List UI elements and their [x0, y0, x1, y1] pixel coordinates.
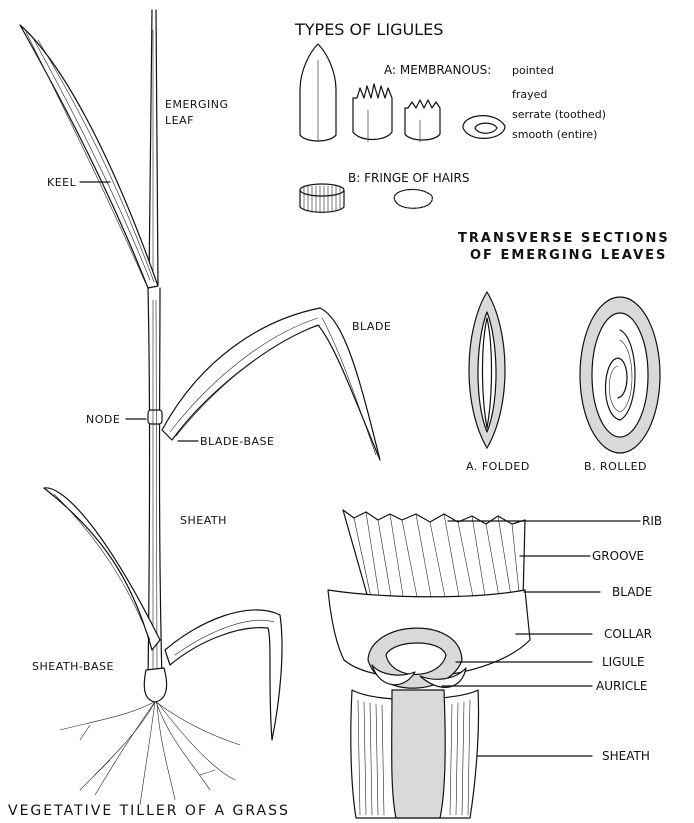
collar-label-sheath: SHEATH [602, 749, 650, 763]
collar-label-collar: COLLAR [604, 627, 652, 641]
collar-label-ligule: LIGULE [602, 655, 645, 669]
ligule-pointed [300, 44, 336, 141]
sheath-base [144, 668, 166, 702]
ligule-smooth [463, 116, 505, 139]
lower-right-leaf [165, 610, 282, 740]
caption-vegetative-tiller: VEGETATIVE TILLER OF A GRASS [8, 803, 290, 819]
section-folded [469, 292, 505, 448]
ligule-type-frayed: frayed [512, 88, 547, 101]
roots [60, 702, 240, 805]
sections-title-line1: TRANSVERSE SECTIONS [458, 231, 670, 246]
ligule-type-serrate: serrate (toothed) [512, 108, 606, 121]
ligule-fringe-cylinder [300, 184, 344, 213]
section-rolled [580, 297, 660, 453]
label-folded: A. FOLDED [466, 460, 530, 473]
membranous-label: A: MEMBRANOUS: [384, 63, 491, 77]
label-blade-base: BLADE-BASE [200, 435, 274, 448]
collar-label-rib: RIB [642, 514, 662, 528]
emerging-leaf [149, 10, 158, 285]
fringe-label: B: FRINGE OF HAIRS [348, 171, 469, 185]
label-emerging-leaf-line2: LEAF [165, 114, 194, 127]
sections-title-line2: OF EMERGING LEAVES [470, 248, 667, 263]
label-keel: KEEL [47, 176, 77, 189]
label-emerging-leaf-line1: EMERGING [165, 98, 229, 111]
node [148, 410, 162, 424]
lower-left-leaf [44, 488, 160, 650]
ligule-type-pointed: pointed [512, 64, 554, 77]
collar-label-groove: GROOVE [592, 549, 644, 563]
collar-label-blade: BLADE [612, 585, 652, 599]
label-rolled: B. ROLLED [584, 460, 647, 473]
ligules-title: TYPES OF LIGULES [294, 20, 443, 39]
collar-drawing [328, 510, 530, 818]
label-sheath: SHEATH [180, 514, 227, 527]
ligule-serrate [405, 100, 440, 142]
label-blade: BLADE [352, 320, 391, 333]
ligule-type-smooth: smooth (entire) [512, 128, 597, 141]
label-node: NODE [86, 413, 120, 426]
label-sheath-base: SHEATH-BASE [32, 660, 114, 673]
collar-label-auricle: AURICLE [596, 679, 648, 693]
ligule-frayed [353, 84, 392, 142]
ligule-fringe-ring [394, 189, 432, 208]
